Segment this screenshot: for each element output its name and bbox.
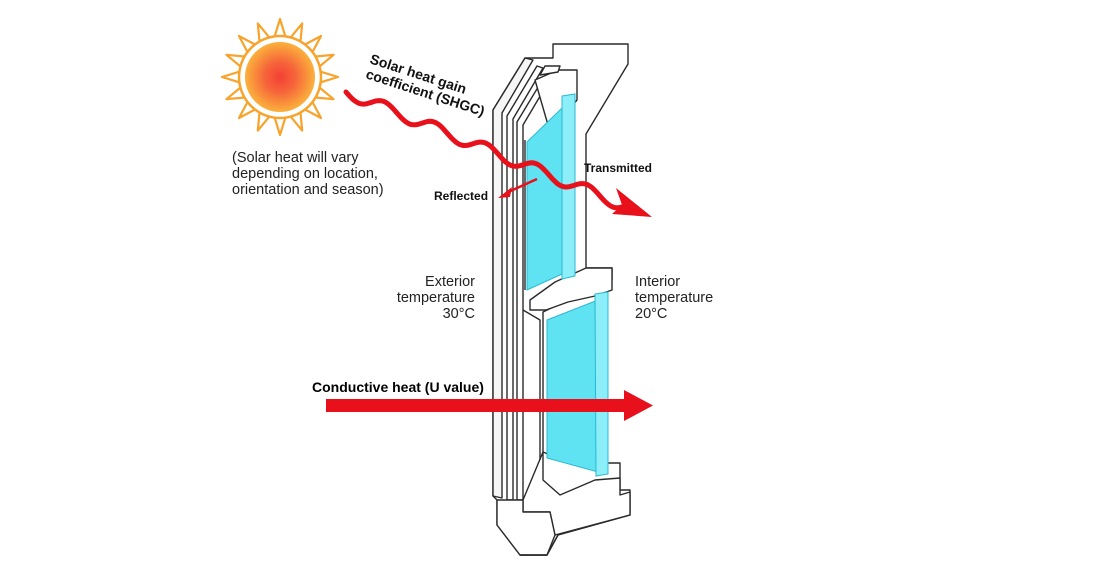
sun-ray [319, 70, 340, 84]
shgc-wave [343, 89, 628, 211]
lower-glass-pane [546, 299, 599, 473]
interior-label-line-3: 20°C [635, 306, 667, 322]
exterior-temperature-label: Exterior temperature 30°C [397, 274, 475, 322]
exterior-label-line-2: temperature [397, 290, 475, 306]
sun-icon [220, 17, 340, 137]
solar-note-line-1: (Solar heat will vary [232, 150, 359, 166]
lower-glass-edge [594, 291, 609, 477]
shgc-arrow [343, 89, 652, 217]
glass-panes [526, 93, 609, 477]
interior-label-line-1: Interior [635, 274, 680, 290]
solar-note: (Solar heat will vary depending on locat… [232, 150, 384, 198]
exterior-label-line-1: Exterior [425, 274, 475, 290]
transmitted-label: Transmitted [584, 161, 652, 175]
reflected-arrow [498, 177, 538, 198]
reflected-label: Reflected [434, 189, 488, 203]
conductive-heat-arrow [326, 390, 653, 421]
interior-label-line-2: temperature [635, 290, 713, 306]
interior-temperature-label: Interior temperature 20°C [635, 274, 713, 322]
solar-note-line-3: orientation and season) [232, 182, 384, 198]
conductive-heat-label: Conductive heat (U value) [312, 379, 484, 395]
sun-ray [273, 116, 287, 137]
shgc-label: Solar heat gain coefficient (SHGC) [364, 51, 487, 119]
exterior-label-line-3: 30°C [443, 306, 475, 322]
shgc-arrowhead [612, 188, 652, 217]
solar-note-line-2: depending on location, [232, 166, 378, 182]
sun-ray [273, 17, 287, 38]
sun-ray [220, 70, 241, 84]
